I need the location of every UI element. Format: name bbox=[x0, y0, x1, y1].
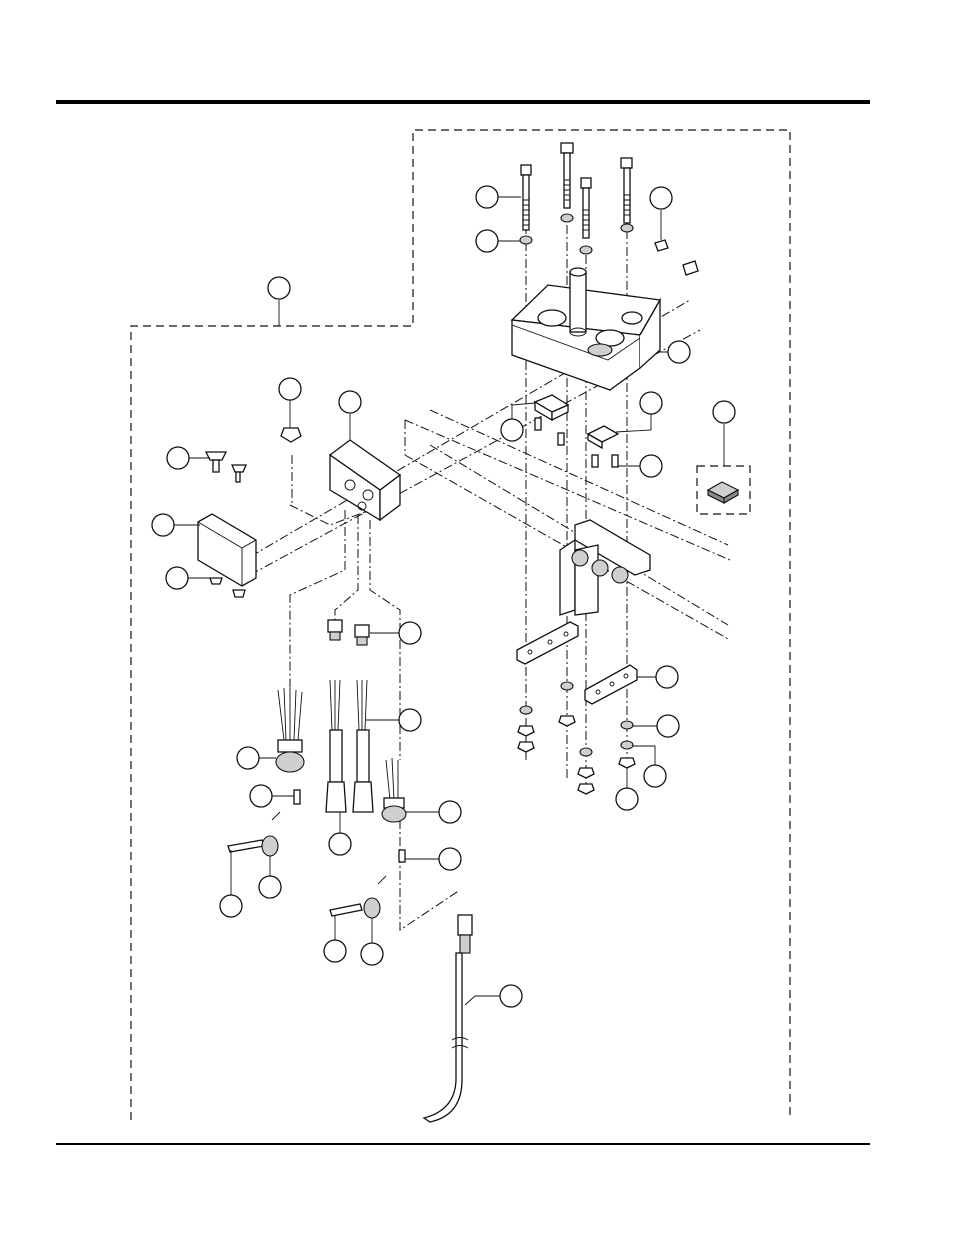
callout-26 bbox=[259, 876, 281, 898]
gland-right bbox=[355, 625, 369, 645]
spare-part-box bbox=[697, 466, 750, 514]
callout-5 bbox=[668, 341, 690, 363]
callout-6 bbox=[279, 378, 301, 400]
callout-23 bbox=[439, 801, 461, 823]
main-cable bbox=[424, 915, 472, 1122]
bottom-hardware bbox=[518, 682, 635, 794]
callout-18 bbox=[657, 715, 679, 737]
callout-17 bbox=[399, 709, 421, 731]
callout-28 bbox=[324, 940, 346, 962]
side-screws bbox=[655, 240, 698, 275]
bracket-block bbox=[535, 395, 568, 420]
top-washers bbox=[520, 214, 633, 254]
small-screws-mid bbox=[535, 418, 618, 467]
callout-11 bbox=[167, 447, 189, 469]
callout-14 bbox=[166, 567, 188, 589]
bolt-4 bbox=[621, 158, 632, 223]
callout-12 bbox=[640, 455, 662, 477]
callout-4 bbox=[650, 187, 672, 209]
connector-left bbox=[276, 688, 304, 804]
callout-15 bbox=[399, 622, 421, 644]
clip-plate bbox=[588, 426, 618, 448]
cover-plate bbox=[198, 514, 256, 586]
callout-27 bbox=[220, 895, 242, 917]
callout-29 bbox=[361, 943, 383, 965]
bolt-1 bbox=[521, 165, 531, 230]
callout-3 bbox=[476, 230, 498, 252]
callout-10 bbox=[713, 401, 735, 423]
callout-25 bbox=[439, 848, 461, 870]
callout-19 bbox=[237, 747, 259, 769]
callout-13 bbox=[152, 514, 174, 536]
callout-9 bbox=[640, 392, 662, 414]
gland-left bbox=[328, 620, 342, 640]
callout-30 bbox=[500, 985, 522, 1007]
left-junction-box bbox=[330, 440, 400, 520]
nut-top-left bbox=[281, 428, 301, 442]
long-bolts bbox=[521, 143, 632, 238]
callout-7 bbox=[339, 391, 361, 413]
callout-24 bbox=[329, 833, 351, 855]
callout-16 bbox=[656, 666, 678, 688]
bolt-3 bbox=[581, 178, 591, 238]
callout-21 bbox=[250, 785, 272, 807]
callout-22 bbox=[616, 788, 638, 810]
mounting-frame bbox=[560, 520, 650, 615]
callout-1 bbox=[268, 277, 290, 299]
callout-8 bbox=[501, 419, 523, 441]
callout-2 bbox=[476, 186, 498, 208]
lower-bracket-right bbox=[585, 665, 637, 704]
bolt-2 bbox=[561, 143, 573, 208]
callout-20 bbox=[644, 765, 666, 787]
connector-right bbox=[382, 758, 406, 862]
main-enclosure bbox=[512, 268, 660, 390]
harness-assembly bbox=[228, 510, 460, 930]
